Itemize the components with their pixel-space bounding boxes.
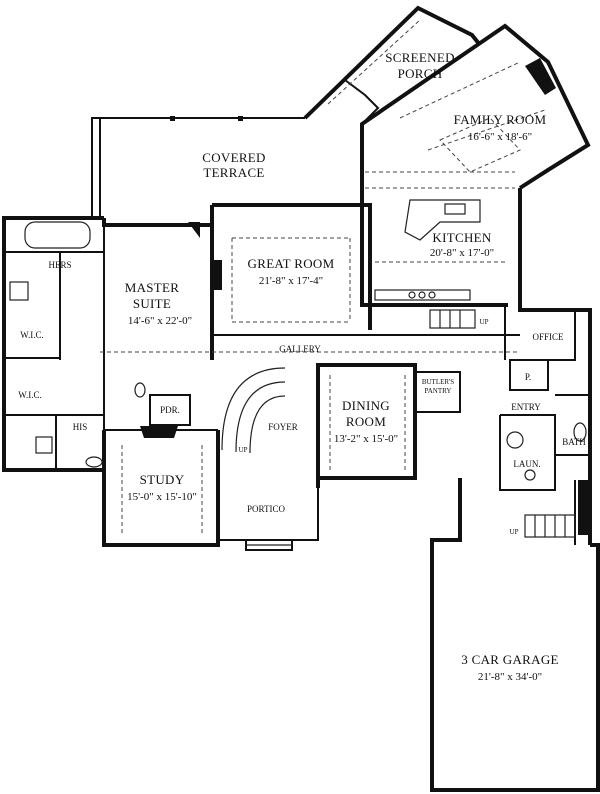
great-room-name: GREAT ROOM bbox=[248, 256, 335, 271]
dining-room-name-1: DINING bbox=[342, 398, 390, 413]
ceiling-lines bbox=[100, 171, 520, 535]
screened-porch-label-1: SCREENED bbox=[385, 50, 455, 65]
hers-label: HERS bbox=[48, 260, 71, 270]
pdr-label: PDR. bbox=[160, 405, 180, 415]
his-label: HIS bbox=[73, 422, 88, 432]
foyer-label: FOYER bbox=[268, 422, 298, 432]
office-label: OFFICE bbox=[532, 332, 564, 342]
study-dims: 15'-0" x 15'-10" bbox=[127, 491, 197, 503]
kitchen-stair-up-label: UP bbox=[480, 318, 489, 326]
fixtures bbox=[9, 199, 588, 546]
covered-terrace-label-2: TERRACE bbox=[203, 165, 264, 180]
portico-label: PORTICO bbox=[247, 504, 285, 514]
wic-lower-label: W.I.C. bbox=[18, 390, 41, 400]
screened-porch-walls bbox=[303, 5, 482, 125]
study-name: STUDY bbox=[140, 472, 185, 487]
garage-name: 3 CAR GARAGE bbox=[461, 652, 559, 667]
family-room-name: FAMILY ROOM bbox=[454, 112, 547, 127]
family-room-dims: 16'-6" x 18'-6" bbox=[468, 131, 532, 143]
entry-label: ENTRY bbox=[511, 402, 541, 412]
covered-terrace-label-1: COVERED bbox=[202, 150, 266, 165]
master-suite-dims: 14'-6" x 22'-0" bbox=[128, 315, 192, 327]
wic-upper-label: W.I.C. bbox=[20, 330, 43, 340]
butlers-pantry-label-2: PANTRY bbox=[425, 387, 452, 395]
interior-walls bbox=[4, 225, 590, 545]
covered-terrace-outline bbox=[91, 116, 305, 218]
dining-room-dims: 13'-2" x 15'-0" bbox=[334, 433, 398, 445]
kitchen-name: KITCHEN bbox=[432, 230, 491, 245]
kitchen-dims: 20'-8" x 17'-0" bbox=[430, 247, 494, 259]
great-room-dims: 21'-8" x 17'-4" bbox=[259, 275, 323, 287]
butlers-pantry-label-1: BUTLER'S bbox=[422, 378, 454, 386]
gallery-label: GALLERY bbox=[279, 344, 321, 354]
garage-stair-up-label: UP bbox=[510, 528, 519, 536]
garage-dims: 21'-8" x 34'-0" bbox=[478, 671, 542, 683]
family-room-walls bbox=[360, 23, 591, 190]
master-suite-name-1: MASTER bbox=[125, 280, 180, 295]
master-suite-name-2: SUITE bbox=[133, 296, 171, 311]
screened-porch-label-2: PORCH bbox=[398, 66, 443, 81]
bath-label: BATH bbox=[562, 437, 586, 447]
pantry-p-label: P. bbox=[525, 372, 531, 382]
dining-room-name-2: ROOM bbox=[346, 414, 386, 429]
laundry-label: LAUN. bbox=[513, 459, 540, 469]
room-labels: SCREENED PORCH FAMILY ROOM 16'-6" x 18'-… bbox=[18, 50, 586, 683]
foyer-stair-up-label: UP bbox=[239, 446, 248, 454]
